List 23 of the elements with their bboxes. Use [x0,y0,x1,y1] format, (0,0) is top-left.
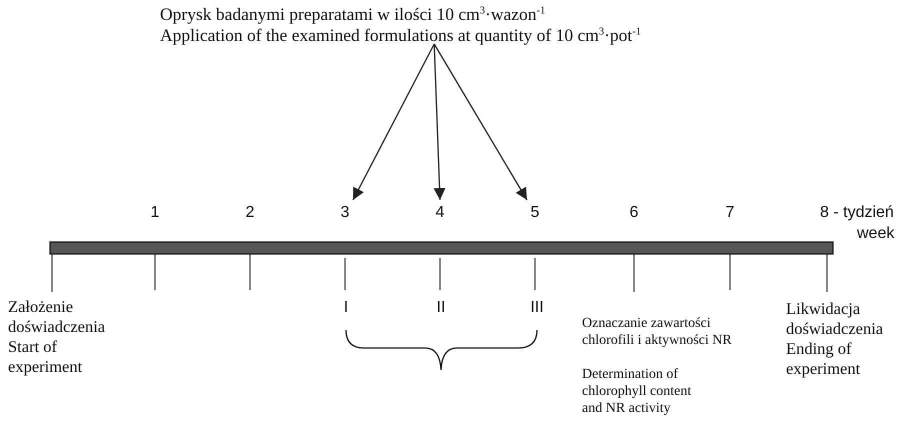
treatment-number: I [344,298,348,318]
event-label: Start of experiment [8,337,84,377]
arrow [352,44,435,200]
week-number: 3 [340,203,350,222]
annotation-text: Application of the examined formulations at quantity of 10 cm$^{3}$·pot$^{-1}$ [160,25,642,46]
event-label: Likwidacja doświadczenia [786,299,884,339]
treatment-number: II [436,298,446,318]
week-number: 5 [530,203,540,222]
axis-unit-label: week [857,224,894,244]
event-label: Oznaczanie zawartości chlorofili i aktywności NR [582,316,733,350]
week-number: 7 [726,203,734,222]
week-number: 2 [246,203,254,222]
annotation-text: Oprysk badanymi preparatami w ilości 10 cm$^{3}$·wazon$^{-1}$ [160,4,546,25]
week-number: 1 [150,203,160,222]
arrow [434,44,446,200]
arrow [434,44,528,200]
event-label: Ending of experiment [786,339,862,379]
treatment-number: III [530,298,544,318]
event-label: Założenie doświadczenia [8,297,106,337]
week-number: 4 [436,203,444,222]
axis-unit-label: 8 - tydzień [820,203,894,222]
week-number: 6 [630,203,638,222]
event-label: Determination of chlorophyll content and NR activity [582,367,692,418]
